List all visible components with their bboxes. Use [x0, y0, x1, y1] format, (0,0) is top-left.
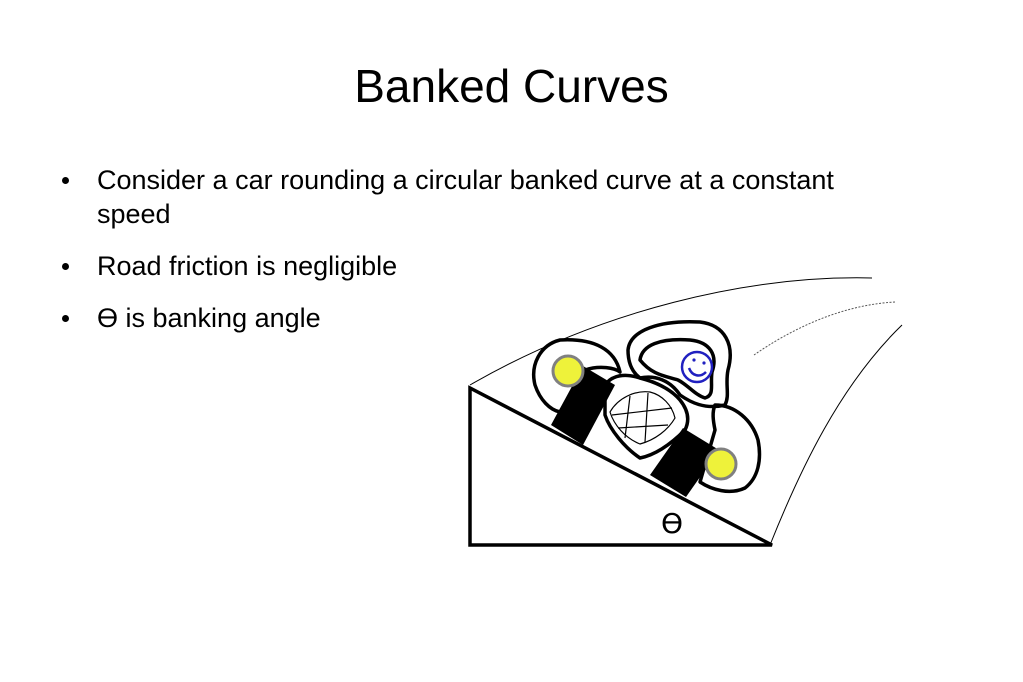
- bullet-item: Road friction is negligible: [60, 249, 880, 283]
- windshield-grid: [609, 391, 676, 445]
- front-tire: [650, 428, 719, 497]
- bullet-text: ϴ is banking angle: [97, 303, 321, 333]
- bullet-dot-icon: [62, 177, 69, 184]
- bullet-text: Road friction is negligible: [97, 251, 398, 281]
- bullet-item: ϴ is banking angle: [60, 301, 880, 335]
- incline-triangle: [468, 385, 773, 547]
- bullet-dot-icon: [62, 315, 69, 322]
- road-far-edge: [769, 324, 903, 546]
- bullet-item: Consider a car rounding a circular banke…: [60, 163, 880, 231]
- bullet-dot-icon: [62, 263, 69, 270]
- road-outer-edge: [469, 277, 873, 386]
- slide-title: Banked Curves: [354, 60, 669, 112]
- bullet-list: Consider a car rounding a circular banke…: [60, 163, 880, 353]
- road-center-dashed: [753, 301, 896, 356]
- tires: [551, 366, 719, 497]
- wheel-icon: [704, 447, 738, 481]
- angle-theta-label: ϴ: [661, 507, 684, 540]
- rear-tire: [551, 366, 615, 445]
- banked-curve-figure: [468, 277, 903, 547]
- bullet-text: Consider a car rounding a circular banke…: [97, 165, 834, 229]
- smiley-face-icon: [680, 350, 714, 384]
- wheel-icon: [551, 354, 585, 388]
